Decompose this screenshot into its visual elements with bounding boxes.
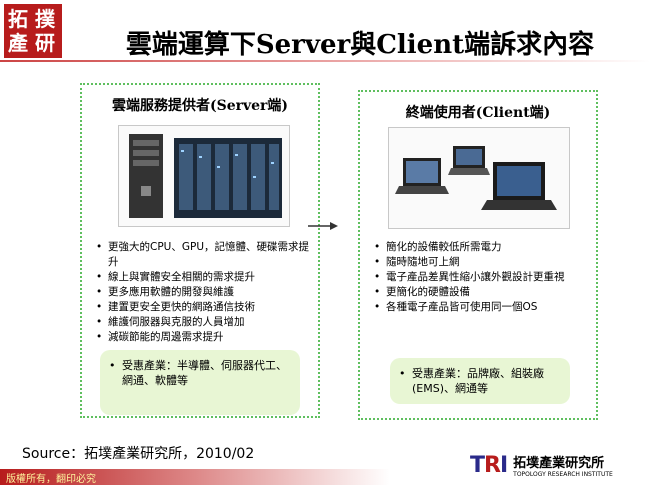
list-item: 更強大的CPU、GPU，記憶體、硬碟需求提升 <box>96 240 316 270</box>
tri-logo: TRI 拓墣產業研究所 TOPOLOGY RESEARCH INSTITUTE <box>470 452 613 479</box>
client-bullet-list: 簡化的設備較低所需電力 隨時隨地可上網 電子產品差異性縮小讓外觀設計更重視 更簡… <box>374 240 594 315</box>
client-benefit-box: • 受惠產業：品牌廠、組裝廠(EMS)、網通等 <box>390 358 570 404</box>
copyright-text: 版權所有，翻印必究 <box>6 474 96 485</box>
brand-logo: 拓 撲 產 研 <box>4 4 62 58</box>
list-item: 建置更安全更快的網路通信技術 <box>96 300 316 315</box>
list-item: 減碳節能的周邊需求提升 <box>96 330 316 345</box>
server-panel-title: 雲端服務提供者(Server端) <box>111 98 289 114</box>
client-panel-title: 終端使用者(Client端) <box>405 105 551 121</box>
server-benefit-text: 受惠產業：半導體、伺服器代工、網通、軟體等 <box>122 359 287 387</box>
server-image <box>118 125 290 227</box>
list-item: 隨時隨地可上網 <box>374 255 594 270</box>
list-item: 維護伺服器與克服的人員增加 <box>96 315 316 330</box>
slide-title: 雲端運算下Server與Client端訴求內容 <box>125 30 595 60</box>
laptop-icon <box>395 146 557 210</box>
list-item: 更簡化的硬體設備 <box>374 285 594 300</box>
list-item: 線上與實體安全相關的需求提升 <box>96 270 316 285</box>
tri-name-en: TOPOLOGY RESEARCH INSTITUTE <box>513 471 613 478</box>
bullet-icon: • <box>109 359 116 372</box>
server-bullet-list: 更強大的CPU、GPU，記憶體、硬碟需求提升 線上與實體安全相關的需求提升 更多… <box>96 240 316 345</box>
server-icon <box>129 134 282 218</box>
tri-mark-i: I <box>499 452 508 478</box>
source-note: Source：拓墣產業研究所，2010/02 <box>22 446 255 462</box>
client-image <box>388 127 570 229</box>
list-item: 各種電子產品皆可使用同一個OS <box>374 300 594 315</box>
list-item: 簡化的設備較低所需電力 <box>374 240 594 255</box>
tri-mark-t: T <box>470 452 485 478</box>
list-item: 更多應用軟體的開發與維護 <box>96 285 316 300</box>
tri-name-cn: 拓墣產業研究所 <box>513 456 605 471</box>
list-item: 電子產品差異性縮小讓外觀設計更重視 <box>374 270 594 285</box>
server-panel: 雲端服務提供者(Server端) 更強大的CPU、GPU，記憶體、硬碟需求提升 … <box>80 83 320 418</box>
footer-bar <box>0 469 650 485</box>
bullet-icon: • <box>399 367 406 380</box>
client-benefit-text: 受惠產業：品牌廠、組裝廠(EMS)、網通等 <box>412 367 544 395</box>
client-panel: 終端使用者(Client端) 簡化的設備較低所需電力 隨時隨地可上網 電子產品差… <box>358 90 598 420</box>
arrow-right-icon <box>308 222 338 230</box>
tri-mark: TRI <box>470 452 508 478</box>
server-benefit-box: • 受惠產業：半導體、伺服器代工、網通、軟體等 <box>100 350 300 415</box>
tri-mark-r: R <box>484 452 501 478</box>
header-divider <box>0 60 650 62</box>
logo-line-2: 產 研 <box>8 31 55 55</box>
logo-line-1: 拓 撲 <box>8 7 55 31</box>
